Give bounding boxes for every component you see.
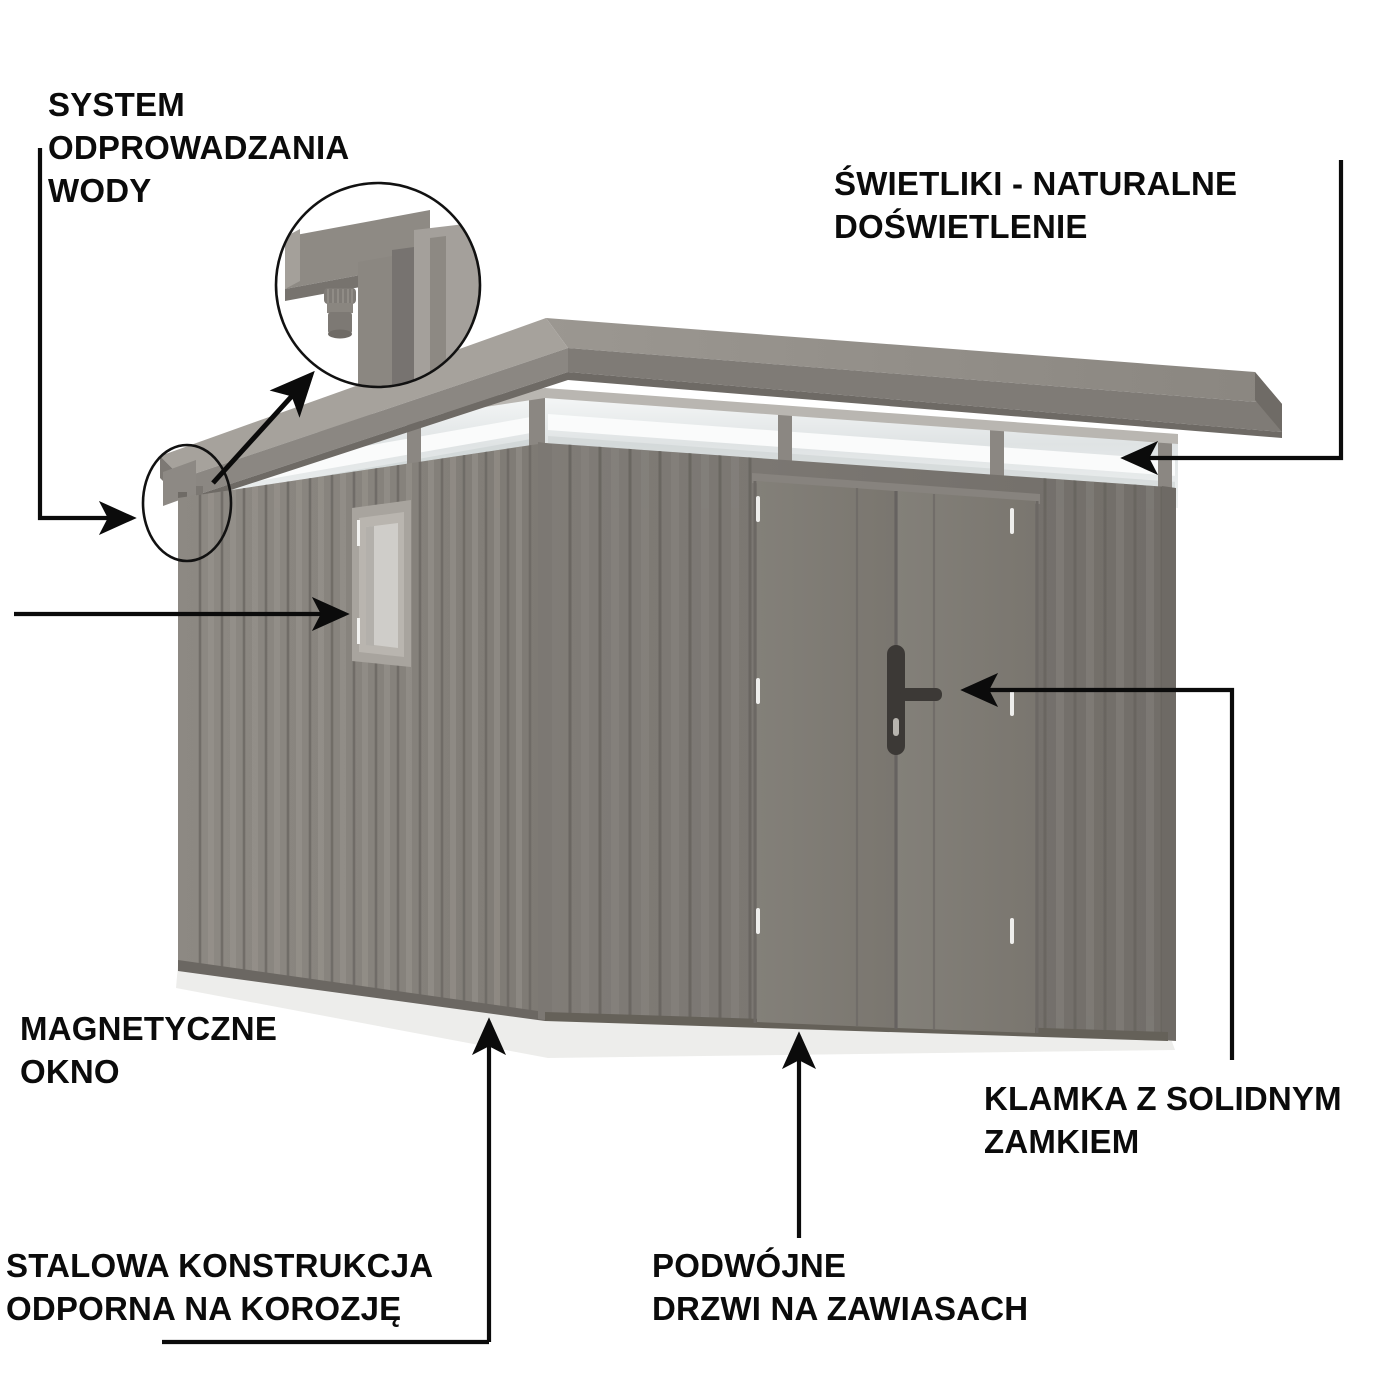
callout-label-doors: PODWÓJNE DRZWI NA ZAWIASACH [652, 1247, 1029, 1327]
left-side-wall [178, 443, 545, 1021]
connector-handle [960, 672, 1235, 1060]
callout-label-window: MAGNETYCZNE OKNO [20, 1010, 278, 1090]
ground-shadow [176, 965, 1175, 1058]
door-hinges-right [1010, 508, 1014, 944]
door-leaf-right [897, 491, 1035, 1033]
door-handle[interactable] [887, 645, 942, 755]
drain-spout [324, 288, 356, 339]
door-hinges-left [756, 496, 760, 934]
door-leaf-left [757, 481, 895, 1028]
lock-cylinder [893, 718, 899, 736]
callout-label-skylight: ŚWIETLIKI - NATURALNE DOŚWIETLENIE [834, 165, 1238, 245]
side-window [352, 500, 411, 667]
callout-label-handle: KLAMKA Z SOLIDNYM ZAMKIEM [984, 1080, 1342, 1160]
callout-label-drainage: SYSTEM ODPROWADZANIA WODY [48, 86, 350, 209]
connector-detail-zoom [211, 370, 315, 485]
roof-overhang [160, 318, 1282, 511]
connector-drainage [37, 148, 137, 536]
callout-label-steel: STALOWA KONSTRUKCJA ODPORNA NA KOROZJĘ [6, 1247, 434, 1327]
double-doors[interactable] [752, 473, 1040, 1033]
detail-origin-circle [141, 443, 233, 563]
